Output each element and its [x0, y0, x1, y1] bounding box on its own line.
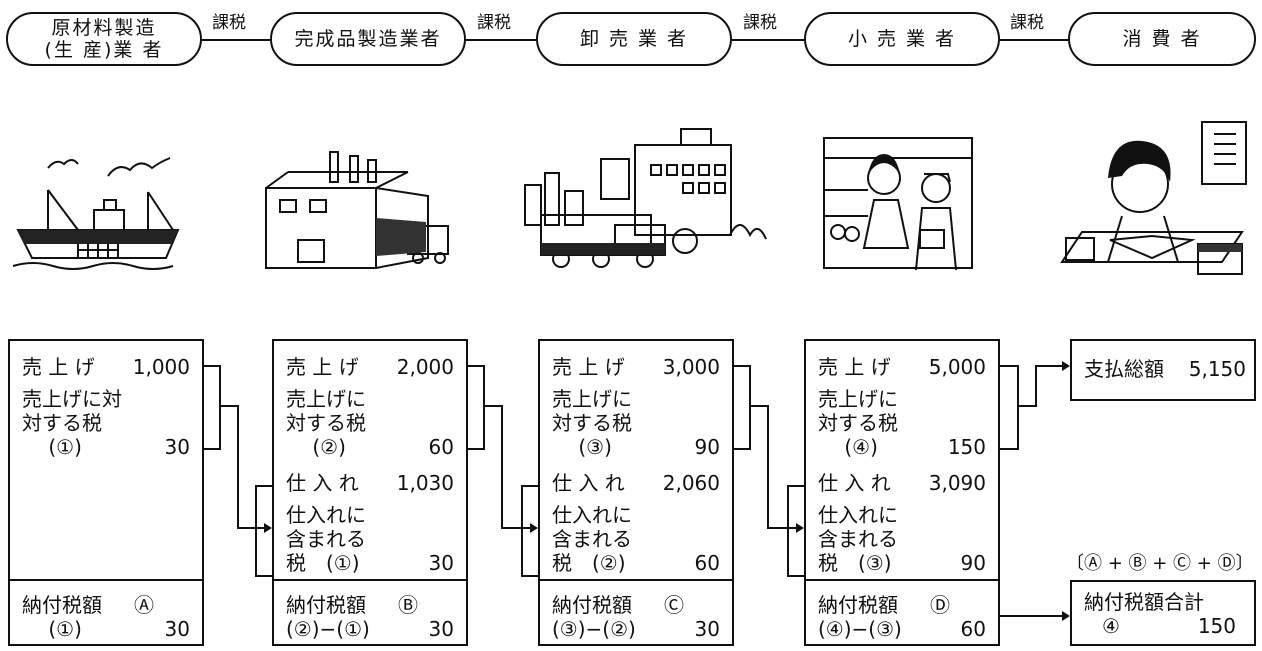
sales-label: 売 上 げ: [286, 355, 359, 379]
purchase-tax-value: 90: [960, 551, 986, 575]
flow-line: [202, 39, 270, 41]
sales-tax-label: 売上げに 対する税 (②): [286, 387, 366, 459]
paid-tax-formula: (②)−(①): [286, 617, 370, 641]
purchase-label: 仕 入 れ: [818, 471, 891, 495]
total-paid-value: 5,150: [1188, 357, 1246, 381]
sales-value: 1,000: [132, 355, 190, 379]
paid-tax-formula: (①): [22, 617, 82, 641]
purchase-tax-label: 仕入れに 含まれる 税 (③): [818, 503, 898, 575]
stage-label: 小 売 業 者: [847, 28, 957, 50]
manufacturer-account-box: 売 上 げ 2,000 売上げに 対する税 (②) 60 仕 入 れ 1,030…: [272, 339, 468, 646]
stage-label: 消 費 者: [1122, 28, 1202, 50]
paid-tax-mark: Ⓒ: [664, 593, 684, 617]
total-paid-label: 支払総額: [1084, 357, 1164, 381]
stage-raw-material: 原材料製造 (生 産)業 者: [6, 12, 202, 66]
retailer-account-box: 売 上 げ 5,000 売上げに 対する税 (④) 150 仕 入 れ 3,09…: [804, 339, 1000, 646]
sales-value: 2,000: [396, 355, 454, 379]
sales-value: 3,000: [662, 355, 720, 379]
ship-illustration: [12, 157, 180, 270]
stage-label: 完成品製造業者: [294, 28, 442, 50]
flow-line: [466, 39, 536, 41]
stage-consumer: 消 費 者: [1068, 12, 1256, 66]
divider: [806, 579, 998, 581]
purchase-value: 3,090: [928, 471, 986, 495]
wholesale-warehouse-illustration: [524, 128, 767, 268]
total-tax-label: 納付税額合計: [1084, 590, 1204, 614]
stage-retailer: 小 売 業 者: [804, 12, 1000, 66]
retail-shop-illustration: [823, 137, 973, 271]
total-tax-mark: ④: [1102, 614, 1120, 638]
factory-illustration: [265, 151, 449, 269]
paid-tax-value: 30: [428, 617, 454, 641]
total-paid-box: 支払総額 5,150: [1070, 339, 1256, 401]
purchase-label: 仕 入 れ: [286, 471, 359, 495]
sales-tax-value: 150: [947, 435, 986, 459]
tax-tag: 課税: [1010, 13, 1044, 33]
sales-tax-label: 売上げに 対する税 (③): [552, 387, 632, 459]
purchase-tax-value: 60: [694, 551, 720, 575]
paid-tax-formula: (④)−(③): [818, 617, 902, 641]
paid-tax-value: 60: [960, 617, 986, 641]
paid-tax-mark: Ⓐ: [134, 593, 154, 617]
wholesaler-account-box: 売 上 げ 3,000 売上げに 対する税 (③) 90 仕 入 れ 2,060…: [538, 339, 734, 646]
sales-label: 売 上 げ: [552, 355, 625, 379]
consumer-household-illustration: [1060, 121, 1247, 275]
stage-label: 原材料製造 (生 産)業 者: [44, 17, 164, 61]
total-tax-value: 150: [1197, 614, 1236, 638]
purchase-tax-value: 30: [428, 551, 454, 575]
sales-label: 売 上 げ: [22, 355, 95, 379]
flow-line: [732, 39, 804, 41]
paid-tax-mark: Ⓓ: [930, 593, 950, 617]
purchase-value: 1,030: [396, 471, 454, 495]
paid-tax-value: 30: [164, 617, 190, 641]
purchase-tax-label: 仕入れに 含まれる 税 (①): [286, 503, 366, 575]
sum-formula: 〔Ⓐ + Ⓑ + Ⓒ + Ⓓ〕: [1066, 553, 1254, 574]
total-tax-box: 納付税額合計 ④ 150: [1070, 580, 1256, 646]
tax-tag: 課税: [212, 13, 246, 33]
stage-label: 卸 売 業 者: [579, 28, 689, 50]
tax-tag: 課税: [477, 13, 511, 33]
divider: [10, 579, 202, 581]
paid-tax-label: 納付税額: [818, 593, 898, 617]
divider: [274, 579, 466, 581]
stage-manufacturer: 完成品製造業者: [270, 12, 466, 66]
sales-tax-value: 60: [428, 435, 454, 459]
tax-tag: 課税: [743, 13, 777, 33]
sales-label: 売 上 げ: [818, 355, 891, 379]
paid-tax-label: 納付税額: [286, 593, 366, 617]
sales-tax-value: 30: [164, 435, 190, 459]
divider: [540, 579, 732, 581]
sales-tax-value: 90: [694, 435, 720, 459]
stage-wholesaler: 卸 売 業 者: [536, 12, 732, 66]
purchase-label: 仕 入 れ: [552, 471, 625, 495]
paid-tax-value: 30: [694, 617, 720, 641]
sales-value: 5,000: [928, 355, 986, 379]
paid-tax-label: 納付税額: [22, 593, 102, 617]
producer-account-box: 売 上 げ 1,000 売上げに対 対する税 (①) 30 納付税額 Ⓐ (①)…: [8, 339, 204, 646]
paid-tax-formula: (③)−(②): [552, 617, 636, 641]
purchase-value: 2,060: [662, 471, 720, 495]
paid-tax-mark: Ⓑ: [398, 593, 418, 617]
purchase-tax-label: 仕入れに 含まれる 税 (②): [552, 503, 632, 575]
paid-tax-label: 納付税額: [552, 593, 632, 617]
sales-tax-label: 売上げに対 対する税 (①): [22, 387, 122, 459]
sales-tax-label: 売上げに 対する税 (④): [818, 387, 898, 459]
flow-line: [1000, 39, 1068, 41]
